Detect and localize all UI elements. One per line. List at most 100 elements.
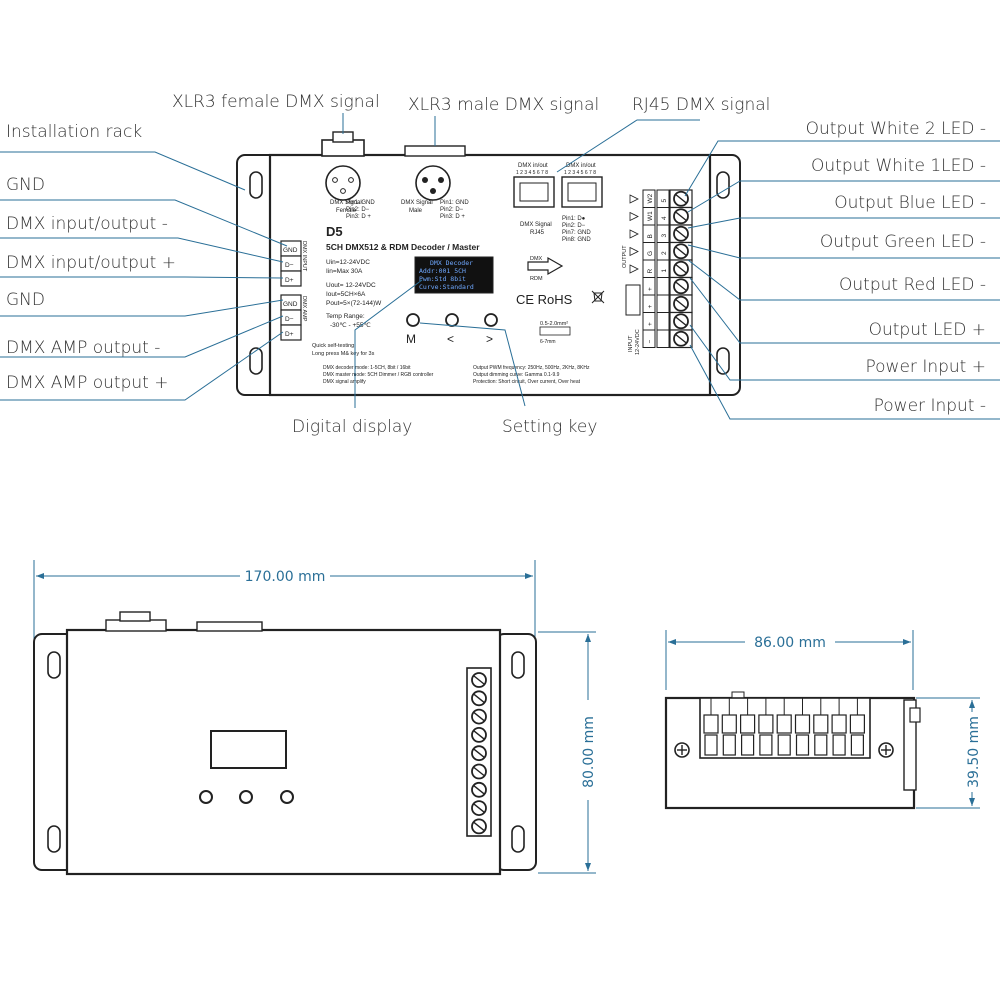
dim-width-170: 170.00 mm [245,569,326,585]
out-term-screw-slot [675,246,687,256]
front-screw-slot [473,803,485,813]
rdm-logo-text: RDM [530,276,543,282]
out-term-screw-slot [675,194,687,204]
term-amp-dplus-label: D+ [285,331,294,338]
xlr-male-title: DMX Signal [401,200,433,206]
out-term-number: 5 [661,199,668,203]
spec-right-2: Output dimming curve: Gamma 0.1-9.9 [473,372,560,378]
out-term-label-box [642,224,656,243]
side-term-slot [759,734,773,756]
callout-setting-key: Setting key [502,417,597,437]
term-amp-dplus [280,324,302,341]
side-term-top [849,714,866,734]
out-term-num-box [656,294,670,313]
side-term-top [739,714,756,734]
spec-right-1: Output PWM frequency: 250Hz, 500Hz, 2KHz… [473,365,590,371]
quick-test-2: Long press M& key for 3s [312,351,375,357]
callout-output-plus: Output LED + [869,320,986,340]
callout-lines [0,113,1000,420]
front-screw-slot [473,712,485,722]
quick-test-1: Quick self-testing: [312,343,356,349]
rj45-port2-label: DMX in/out [566,163,596,169]
callout-dmx-io-minus: DMX input/output - [6,214,168,234]
weee-bin-icon [591,290,605,304]
out-term-num-box [656,329,670,348]
term-amp-dminus-label: D− [285,316,294,323]
callout-output-w1: Output White 1LED - [811,156,986,176]
xlr-male-pin1: Pin1: GND [440,200,469,206]
output-label: OUTPUT [622,245,628,268]
callout-digital-display: Digital display [292,417,412,437]
side-term-top [721,714,737,734]
oled-display [414,256,494,294]
front-screw-slot [473,693,485,703]
xlr-female-pin1: Pin1: GND [346,200,375,206]
display-line-3: Pwm:Std 8bit [419,275,466,283]
side-term-slot [795,734,810,756]
key-right-button[interactable] [484,313,498,327]
mount-slot-tr [716,171,730,199]
callout-installation-rack: Installation rack [6,122,142,142]
led-icon [629,194,639,204]
callout-gnd-2: GND [6,290,45,310]
xlr-female-title: DMX Signal [330,200,362,206]
front-view: 170.00 mm 80.00 mm [33,560,597,876]
side-term-slot [704,734,718,756]
side-term-slot [850,734,865,756]
key-left-label: < [447,332,454,346]
out-term-label-box [642,277,656,296]
xlr-male-icon [415,165,451,201]
callout-output-green: Output Green LED - [820,232,986,252]
dmx-logo-text: DMX [530,256,543,262]
out-term-num-box [656,259,670,278]
out-term-label-box [642,329,656,348]
side-term-slot [722,734,736,756]
out-term-label: + [647,322,654,326]
spec-uout: Uout= 12-24VDC [326,282,376,289]
display-line-1: DMX Decoder [430,259,473,267]
rj45-port1-pins: 1 2 3 4 5 6 7 8 [516,170,548,176]
out-term-num-box [656,242,670,261]
display-line-2: Addr:001 5CH [419,267,466,275]
rj45-pin7: Pin7: GND [562,230,591,236]
callout-power-plus: Power Input + [866,357,986,377]
spec-pout: Pout=5×(72-144)W [326,300,382,307]
callout-output-red: Output Red LED - [839,275,986,295]
term-input-dplus-label: D+ [285,277,294,284]
ce-rohs-mark: CE RoHS [516,292,573,307]
spec-left-2: DMX master mode: 5CH Dimmer / RGB contro… [323,372,434,378]
side-term-top [776,714,792,734]
xlr-female-pin3: Pin3: D + [346,214,371,220]
key-left-button[interactable] [445,313,459,327]
out-term-screw-slot [675,229,687,239]
spec-left-1: DMX decoder mode: 1-5CH, 8bit / 16bit [323,365,411,371]
strip-length: 6-7mm [540,339,556,345]
led-icon [629,264,639,274]
spec-right-3: Protection: Short circuit, Over current,… [473,379,581,385]
led-icon [629,246,639,257]
rj45-title: DMX Signal [520,222,552,228]
xlr-female-pin2: Pin2: D− [346,207,370,213]
out-term-label: + [647,305,654,309]
dmx-amp-label: DMX AMP [301,296,307,322]
temp-title: Temp Range: [326,313,365,320]
term-amp-gnd-label: GND [283,301,298,308]
xlr-male-pin2: Pin2: D− [440,207,464,213]
key-m-button[interactable] [406,313,420,327]
out-term-screw-slot [675,316,687,326]
out-term-number: 3 [661,234,668,238]
key-right-label: > [486,332,493,346]
out-term-label: R [647,269,654,274]
out-term-num-box [656,312,670,331]
out-term-screw-slot [675,264,687,274]
led-icon [629,229,639,239]
front-screw-slot [473,748,485,758]
out-term-label: W1 [647,211,654,221]
out-term-num-box [656,189,670,208]
front-display [210,730,287,769]
led-plus-bracket [625,284,641,316]
spec-left-3: DMX signal amplify [323,379,366,385]
side-view: 86.00 mm 39.50 mm [664,630,982,810]
